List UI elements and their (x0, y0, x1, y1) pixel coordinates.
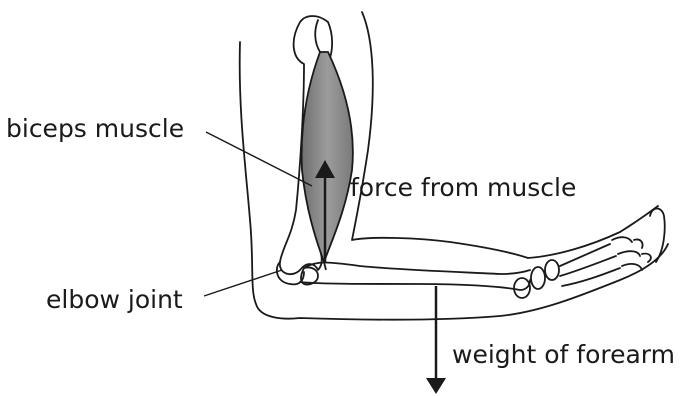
arm-outline-front (352, 12, 658, 258)
elbow-leader-line (204, 270, 282, 296)
force-from-muscle-label: force from muscle (350, 175, 576, 200)
carpal-bone-3 (545, 260, 559, 280)
biceps-muscle-label: biceps muscle (6, 116, 184, 141)
metacarpal-1 (560, 244, 610, 266)
carpal-bone-2 (531, 267, 545, 289)
weight-arrowhead (426, 378, 446, 394)
elbow-joint-label: elbow joint (46, 287, 183, 312)
finger-bones-1 (612, 237, 643, 248)
finger-bones-2 (618, 251, 651, 262)
radius-bone (304, 263, 530, 275)
elbow-joint (277, 262, 304, 284)
humerus-head-line (315, 20, 320, 52)
finger-bones-3 (622, 264, 642, 270)
biceps-leader-line (206, 132, 312, 186)
biceps-muscle (302, 52, 353, 262)
weight-of-forearm-label: weight of forearm (452, 342, 675, 367)
ulna-bone (300, 280, 530, 290)
